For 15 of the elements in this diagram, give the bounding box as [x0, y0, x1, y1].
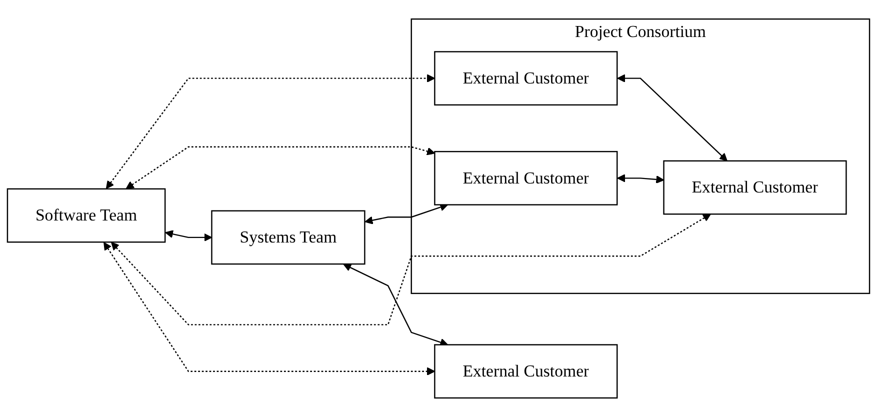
arrow: [364, 203, 448, 224]
arrow: [343, 264, 448, 346]
node-box: Systems Team: [211, 210, 366, 265]
arrow: [111, 214, 711, 326]
node-box: External Customer: [434, 150, 618, 206]
arrow: [617, 174, 664, 184]
arrow: [104, 242, 436, 376]
arrow: [126, 146, 436, 190]
node-box: External Customer: [434, 51, 618, 106]
node-box: External Customer: [434, 344, 618, 399]
arrow: [106, 74, 436, 189]
arrow: [165, 230, 212, 242]
node-box: Software Team: [6, 188, 166, 243]
arrow: [617, 74, 728, 162]
node-box: External Customer: [663, 160, 847, 215]
